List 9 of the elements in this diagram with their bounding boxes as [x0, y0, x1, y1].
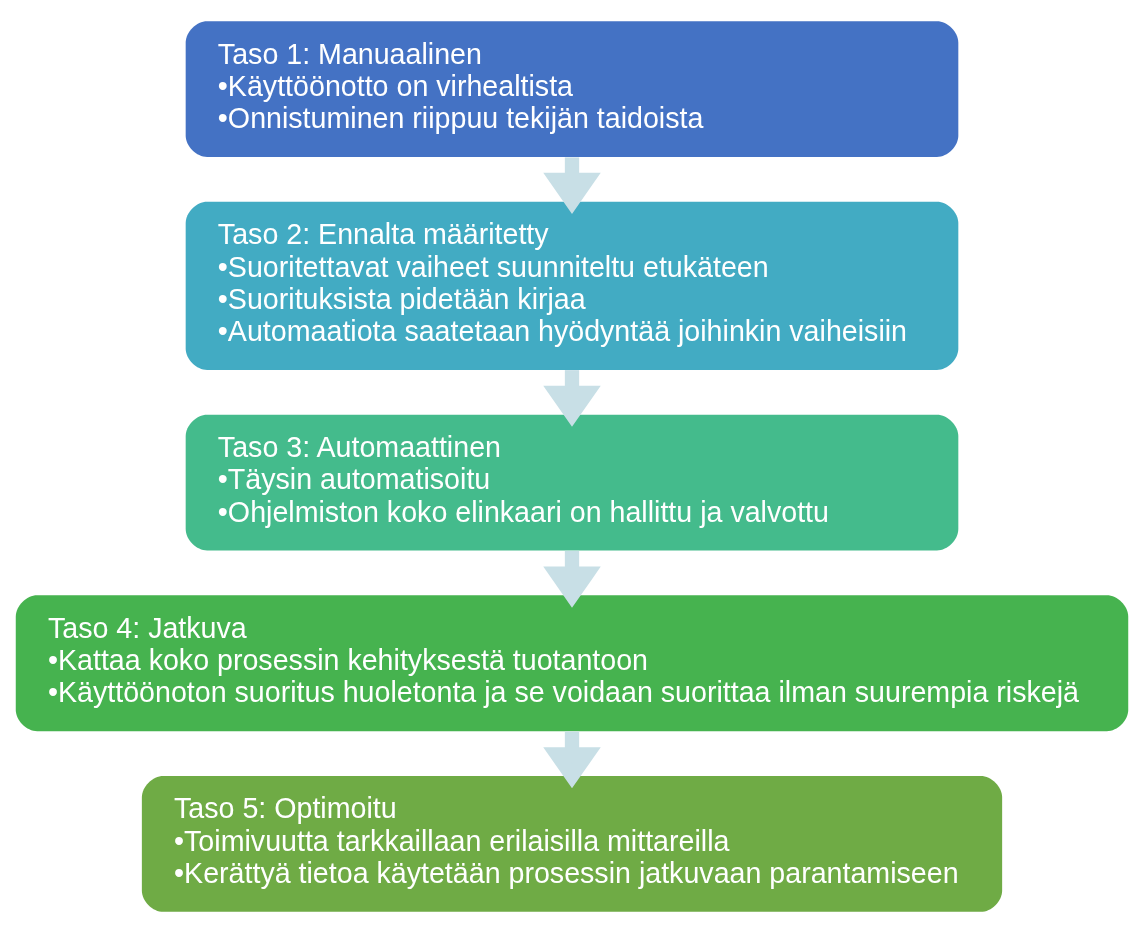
node-box: Taso 4: Jatkuva •Kattaa koko prosessin kehityksestä tuotantoon •Käyttöönoton suoritus huoletonta ja se voidaan suorittaa ilman suurempia riskejä [15, 595, 1129, 732]
node-box: Taso 5: Optimoitu •Toimivuutta tarkkaillaan erilaisilla mittareilla •Kerättyä tietoa käytetään prosessin jatkuvaan parantamiseen [141, 775, 1003, 912]
arrow [543, 370, 601, 427]
node-box: Taso 3: Automaattinen •Täysin automatisoitu •Ohjelmiston koko elinkaari on hallittu ja valvottu [185, 414, 959, 551]
arrow [543, 731, 601, 789]
node-box: Taso 1: Manuaalinen •Käyttöönotto on virhealtista •Onnistuminen riippuu tekijän taidoista [185, 21, 959, 158]
arrow [543, 157, 601, 214]
node-box: Taso 2: Ennalta määritetty •Suoritettavat vaiheet suunniteltu etukäteen •Suorituksista pidetään kirjaa •Automaatiota saatetaan hyödyntää joihinkin vaiheisiin [185, 201, 959, 370]
arrow [543, 550, 601, 608]
